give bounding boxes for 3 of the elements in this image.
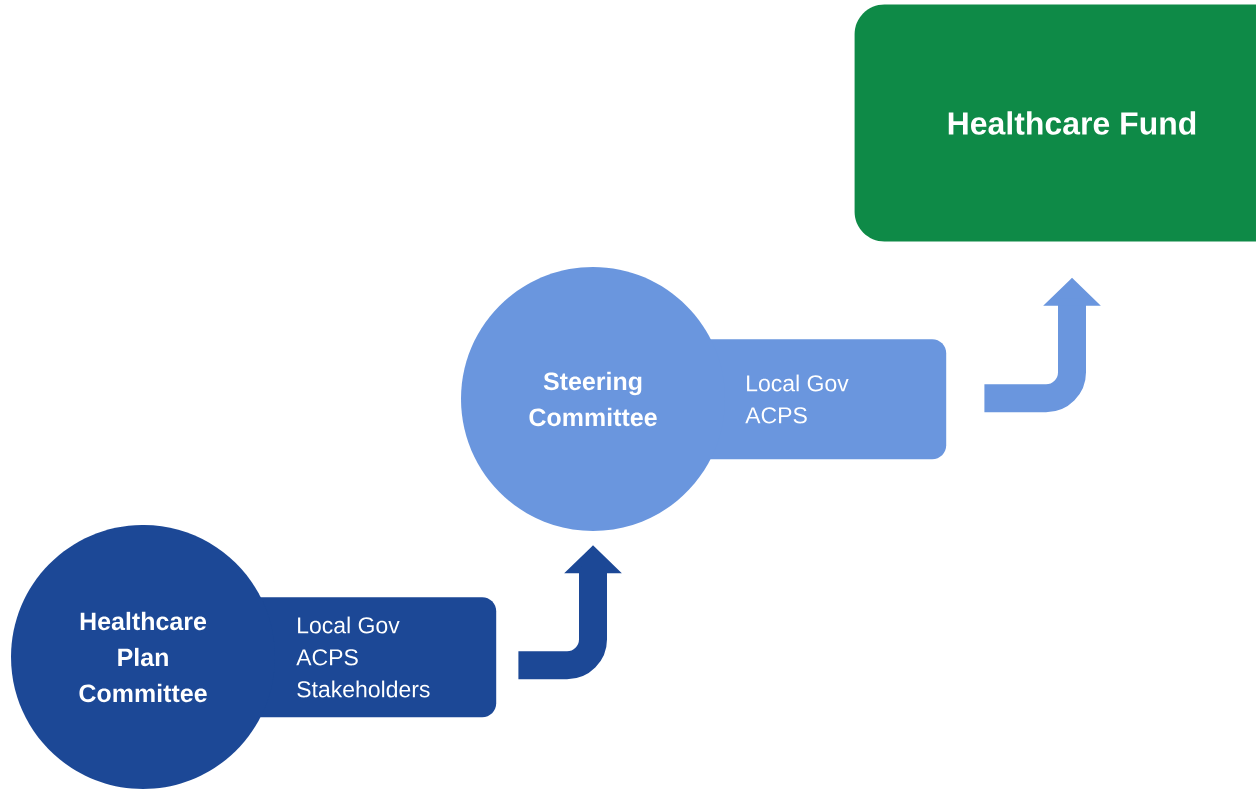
- fund-box: Healthcare Fund: [854, 4, 1256, 242]
- member-list: Local Gov ACPS Stakeholders: [296, 616, 430, 698]
- member-list: Local Gov ACPS: [745, 374, 849, 424]
